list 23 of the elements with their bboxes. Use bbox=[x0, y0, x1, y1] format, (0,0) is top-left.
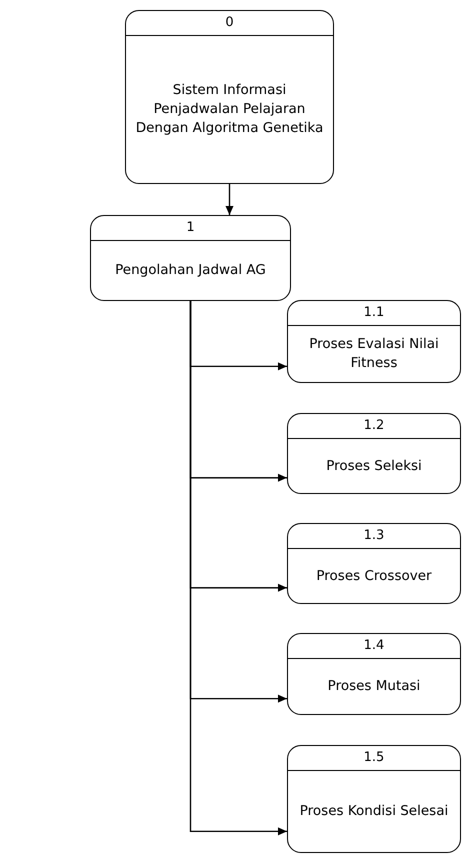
process-box bbox=[287, 523, 461, 604]
process-number: 0 bbox=[225, 15, 234, 30]
process-label: Pengolahan Jadwal AG bbox=[115, 261, 266, 280]
process-label: Proses Kondisi Selesai bbox=[300, 802, 448, 821]
process-box bbox=[287, 300, 461, 383]
process-box bbox=[287, 413, 461, 494]
process-label: Proses Evalasi Nilai Fitness bbox=[308, 335, 440, 373]
process-number: 1.2 bbox=[364, 418, 384, 433]
process-label: Proses Mutasi bbox=[328, 677, 420, 696]
process-box bbox=[125, 10, 334, 184]
process-number: 1.4 bbox=[364, 638, 384, 653]
arrow bbox=[226, 184, 234, 215]
process-label: Sistem Informasi Penjadwalan Pelajaran Dengan Algoritma Genetika bbox=[134, 81, 324, 138]
process-label: Proses Seleksi bbox=[326, 456, 422, 476]
process-box bbox=[90, 215, 291, 301]
process-number: 1 bbox=[186, 220, 195, 235]
process-number: 1.3 bbox=[364, 528, 384, 543]
process-box bbox=[287, 745, 461, 853]
process-number: 1.5 bbox=[364, 750, 384, 765]
process-number: 1.1 bbox=[364, 305, 384, 320]
process-box bbox=[287, 633, 461, 715]
arrow bbox=[190, 301, 287, 836]
process-label: Proses Crossover bbox=[316, 566, 432, 586]
